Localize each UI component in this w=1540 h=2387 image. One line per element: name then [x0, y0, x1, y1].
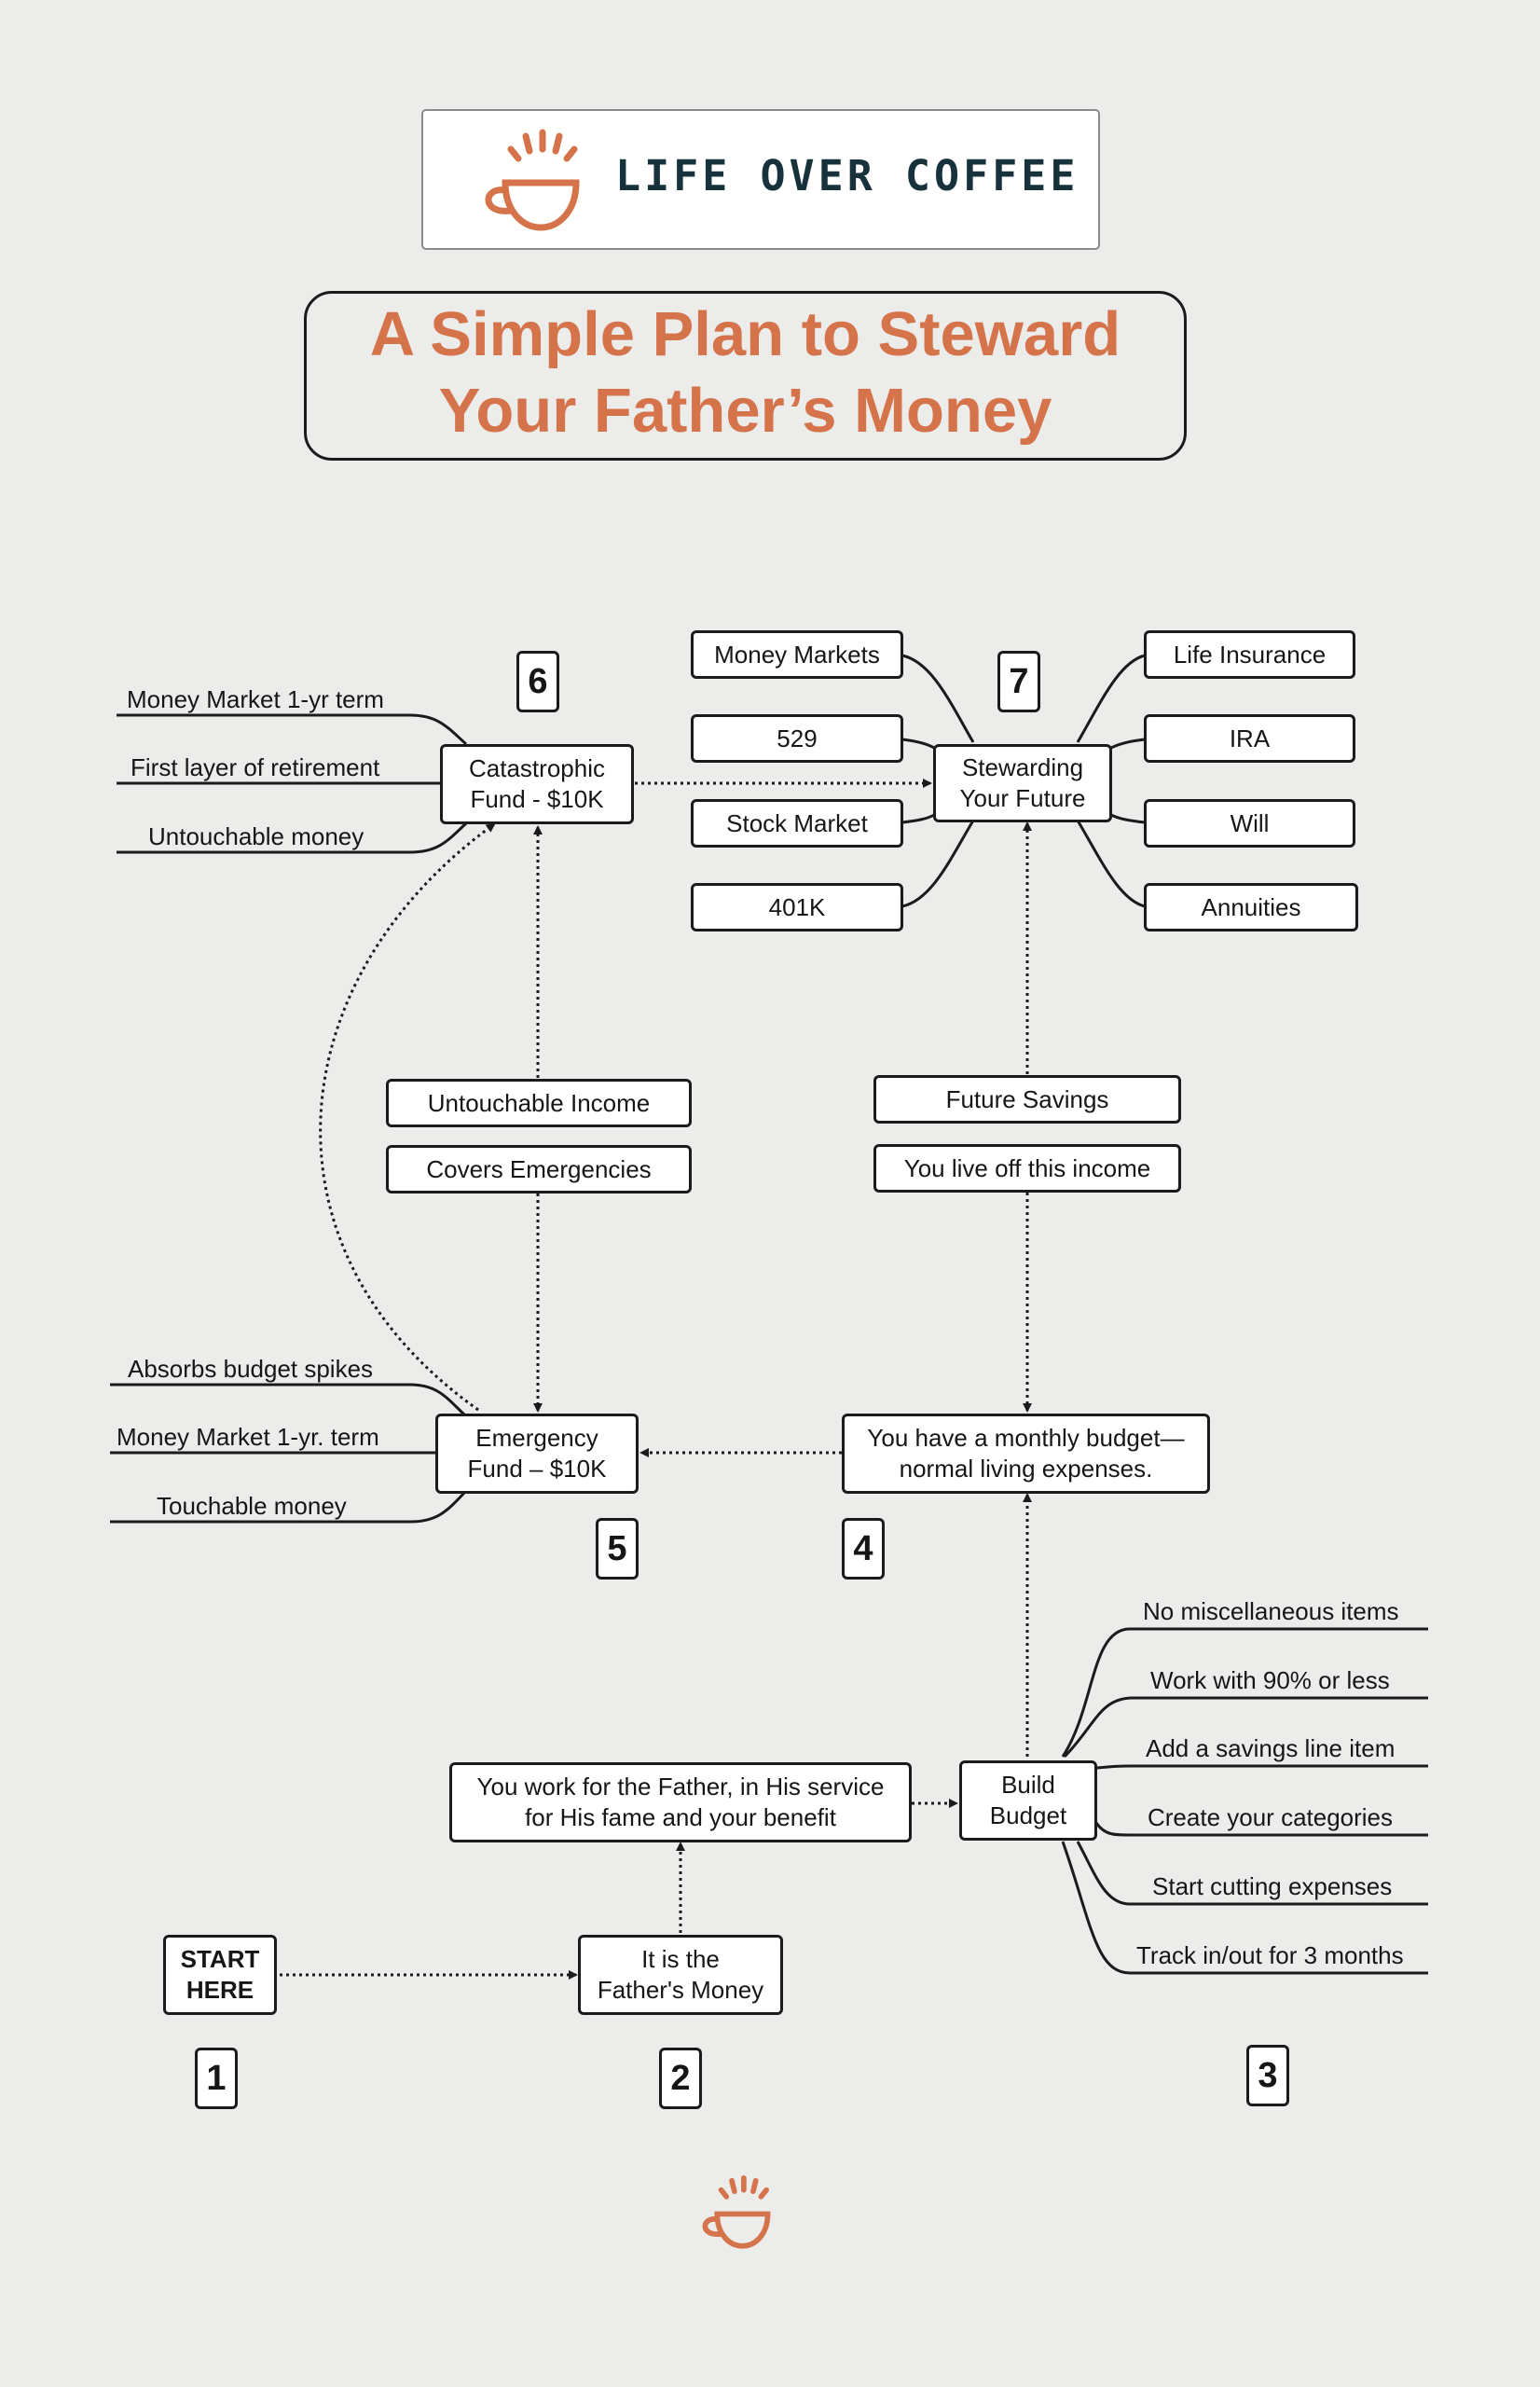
money-markets-box: Money Markets	[691, 630, 903, 679]
page-title: A Simple Plan to Steward Your Father’s M…	[369, 299, 1121, 446]
emergency-item: Touchable money	[157, 1492, 347, 1520]
life-insurance-box: Life Insurance	[1144, 630, 1355, 679]
529-box: 529	[691, 714, 903, 763]
build-budget-box: Build Budget	[959, 1760, 1097, 1841]
catastrophic-item: Untouchable money	[148, 822, 364, 850]
budget-item: Add a savings line item	[1146, 1734, 1396, 1762]
stock-market-box: Stock Market	[691, 799, 903, 848]
budget-item: Create your categories	[1148, 1803, 1394, 1831]
covers-emergencies-box: Covers Emergencies	[386, 1145, 692, 1194]
work-for-father-box: You work for the Father, in His service …	[449, 1762, 912, 1842]
footer-coffee-cup-icon	[702, 2175, 771, 2249]
start-here-box: START HERE	[163, 1935, 277, 2015]
annuities-box: Annuities	[1144, 883, 1358, 931]
monthly-budget-box: You have a monthly budget— normal living…	[842, 1414, 1210, 1494]
step-number-4: 4	[842, 1518, 885, 1580]
step-number-7: 7	[997, 651, 1040, 712]
catastrophic-item: Money Market 1-yr term	[127, 685, 384, 713]
fathers-money-box: It is the Father's Money	[578, 1935, 783, 2015]
step-number-5: 5	[596, 1518, 639, 1580]
budget-item: No miscellaneous items	[1143, 1597, 1399, 1625]
untouchable-income-box: Untouchable Income	[386, 1079, 692, 1127]
catastrophic-fund-box: Catastrophic Fund - $10K	[440, 744, 634, 824]
ira-box: IRA	[1144, 714, 1355, 763]
401k-box: 401K	[691, 883, 903, 931]
arrow-emergency-to-catastrophic-curve	[319, 822, 496, 1412]
emergency-fund-box: Emergency Fund – $10K	[435, 1414, 639, 1494]
coffee-cup-logo-icon	[485, 129, 580, 231]
brand-wordmark: LIFE OVER COFFEE	[615, 151, 1079, 200]
live-off-income-box: You live off this income	[873, 1144, 1181, 1193]
step-number-6: 6	[516, 651, 559, 712]
step-number-3: 3	[1246, 2045, 1289, 2106]
will-box: Will	[1144, 799, 1355, 848]
step-number-2: 2	[659, 2048, 702, 2109]
emergency-item: Money Market 1-yr. term	[117, 1423, 379, 1451]
title-frame	[304, 291, 1187, 461]
step-number-1: 1	[195, 2048, 238, 2109]
emergency-item: Absorbs budget spikes	[128, 1355, 374, 1383]
dotted-arrows	[280, 779, 1032, 1980]
future-savings-box: Future Savings	[873, 1075, 1181, 1124]
catastrophic-item: First layer of retirement	[131, 753, 380, 781]
budget-item: Work with 90% or less	[1150, 1666, 1390, 1694]
solid-branches	[110, 654, 1428, 1975]
stewarding-future-box: Stewarding Your Future	[933, 744, 1112, 822]
budget-item: Track in/out for 3 months	[1136, 1941, 1404, 1969]
budget-item: Start cutting expenses	[1152, 1872, 1393, 1900]
